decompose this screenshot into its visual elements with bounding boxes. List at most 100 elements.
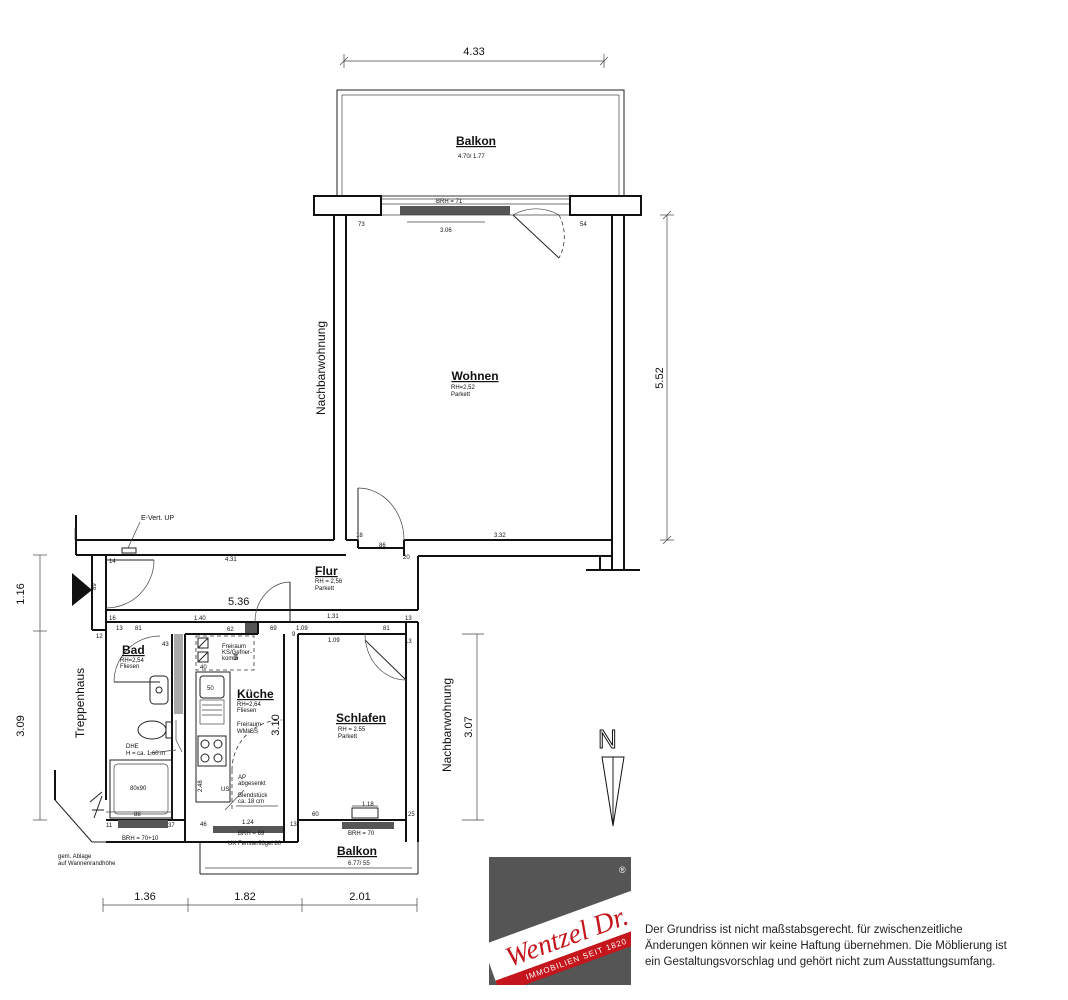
room-floor-flur: Parkett xyxy=(315,586,334,592)
label-blend-2: ca. 18 cm xyxy=(238,799,264,805)
brh-schlafen-label: BRH = 70 xyxy=(348,831,375,837)
label-freiraum-wm-2: WM/GS xyxy=(237,729,258,735)
label-tub: 80x90 xyxy=(130,786,147,792)
door-wohnen xyxy=(357,487,405,541)
num-69: 69 xyxy=(270,626,277,632)
label-freiraum-wm-1: Freiraum xyxy=(237,722,261,728)
label-ablage-1: gem. Ablage xyxy=(58,854,92,860)
walls-schlafen xyxy=(298,622,419,842)
door-schlafen xyxy=(364,633,407,681)
balkon-top: Balkon 4.70/ 1.77 xyxy=(336,89,625,197)
dimension-top: 4.33 xyxy=(339,46,609,68)
label-ap-1: AP xyxy=(238,775,246,781)
balkon-bottom: Balkon 6.77/ 55 xyxy=(199,842,419,875)
label-ablage-2: auf Wannenrandhöhe xyxy=(58,861,116,867)
brh-top-label: BRH = 71 xyxy=(436,199,463,205)
num-20: 20 xyxy=(403,555,410,561)
bad-tub xyxy=(109,759,173,819)
dim-flur-140: 1.40 xyxy=(194,616,206,622)
dim-kueche-248: 2.48 xyxy=(198,780,204,792)
num-43: 43 xyxy=(162,642,169,648)
ablage-arrows xyxy=(89,791,104,819)
door-flur-kueche xyxy=(254,581,291,623)
room-rh-schlafen: RH = 2.55 xyxy=(338,727,366,733)
dim-right-height: 5.52 xyxy=(654,367,666,388)
door-entry xyxy=(72,559,155,609)
room-rh-kueche: RH=2,64 xyxy=(237,702,262,708)
room-rh-flur: RH = 2,56 xyxy=(315,579,343,585)
label-freiraum-ks-1: Freiraum xyxy=(222,644,246,650)
kueche-sink xyxy=(199,675,225,699)
room-size-balkon-top: 4.70/ 1.77 xyxy=(458,154,485,160)
num-16: 16 xyxy=(109,616,116,622)
dimension-left: 1.16 3.09 xyxy=(15,554,47,821)
label-ap-2: abgesenkt xyxy=(238,781,266,787)
kueche-counter xyxy=(195,671,231,803)
num-13d: 13 xyxy=(290,822,297,828)
room-size-balkon-bottom: 6.77/ 55 xyxy=(348,861,370,867)
room-rh-bad: RH=2,54 xyxy=(120,658,145,664)
bad-toilet xyxy=(137,720,167,740)
num-73: 73 xyxy=(358,222,365,228)
label-us: US xyxy=(221,787,229,793)
dim-left-lower: 3.09 xyxy=(15,715,27,736)
room-name-flur: Flur xyxy=(315,564,338,578)
num-46: 46 xyxy=(200,822,207,828)
room-name-bad: Bad xyxy=(122,643,145,657)
dim-wohnen-bottom: 3.32 xyxy=(494,533,506,539)
room-name-balkon-bottom: Balkon xyxy=(337,844,377,858)
dim-flur-width: 5.36 xyxy=(228,596,249,608)
window-wohnen: BRH = 71 3.06 xyxy=(381,198,570,234)
svg-text:®: ® xyxy=(619,865,626,875)
door-bad xyxy=(113,635,161,683)
room-floor-kueche: Fliesen xyxy=(237,708,256,714)
label-freiraum-ks-2: KS/Gefrier- xyxy=(222,650,252,656)
dim-wohnen-window: 3.06 xyxy=(440,228,452,234)
room-rh-wohnen: RH=2,52 xyxy=(451,385,476,391)
room-floor-schlafen: Parkett xyxy=(338,734,357,740)
dim-schlafen-109: 1.09 xyxy=(328,638,340,644)
num-13b: 13 xyxy=(405,616,412,622)
dim-bad-109-kueche: 1.09 xyxy=(296,626,308,632)
kueche-stove xyxy=(197,735,227,767)
svg-text:N: N xyxy=(598,724,617,754)
num-88: 88 xyxy=(134,812,141,818)
walls-flur: 4.31 1.40 1.31 5.36 xyxy=(75,515,418,630)
dim-flur-131: 1.31 xyxy=(327,614,339,620)
num-14: 14 xyxy=(109,559,116,565)
room-name-balkon-top: Balkon xyxy=(456,134,496,148)
room-name-wohnen: Wohnen xyxy=(451,369,498,383)
num-50: 50 xyxy=(207,686,214,692)
dimension-schlafen: 3.07 xyxy=(462,633,484,821)
num-9: 9 xyxy=(292,632,296,638)
dim-flur-left: 4.31 xyxy=(225,557,237,563)
disclaimer: Der Grundriss ist nicht maßstabsgerecht.… xyxy=(645,922,1055,970)
num-60: 60 xyxy=(312,812,319,818)
dim-left-upper: 1.16 xyxy=(15,583,27,604)
dimension-right: 5.52 xyxy=(654,210,674,545)
num-12: 12 xyxy=(96,634,103,640)
label-treppenhaus: Treppenhaus xyxy=(73,668,87,738)
disclaimer-line-2: Änderungen können wir keine Haftung über… xyxy=(645,940,1007,952)
label-dhe-1: DHE xyxy=(126,744,139,750)
door-balkon xyxy=(512,208,565,259)
wentzel-logo: Wentzel Dr. IMMOBILIEN SEIT 1820 ® xyxy=(482,857,661,994)
room-name-kueche: Küche xyxy=(237,687,274,701)
num-81a: 81 xyxy=(135,626,142,632)
label-dhe-2: H = ca. 1,60 m xyxy=(126,751,165,757)
num-13a: 13 xyxy=(116,626,123,632)
num-54: 54 xyxy=(580,222,587,228)
walls-wohnen: 73 54 18 86 20 3.32 xyxy=(313,195,642,610)
num-37: 37 xyxy=(168,823,175,829)
walls-bad xyxy=(106,634,190,843)
num-89: 89 xyxy=(92,583,98,590)
north-arrow-icon: N xyxy=(598,724,625,827)
dim-bottom-2: 1.82 xyxy=(234,891,255,903)
label-nachbar-right: Nachbarwohnung xyxy=(440,678,454,772)
walls-kueche xyxy=(185,622,299,843)
dim-kueche-124: 1.24 xyxy=(242,820,254,826)
label-nachbar-left: Nachbarwohnung xyxy=(314,321,328,415)
num-86: 86 xyxy=(379,543,386,549)
label-uk-fenster: UK Fensterflügel 80 xyxy=(228,841,282,847)
